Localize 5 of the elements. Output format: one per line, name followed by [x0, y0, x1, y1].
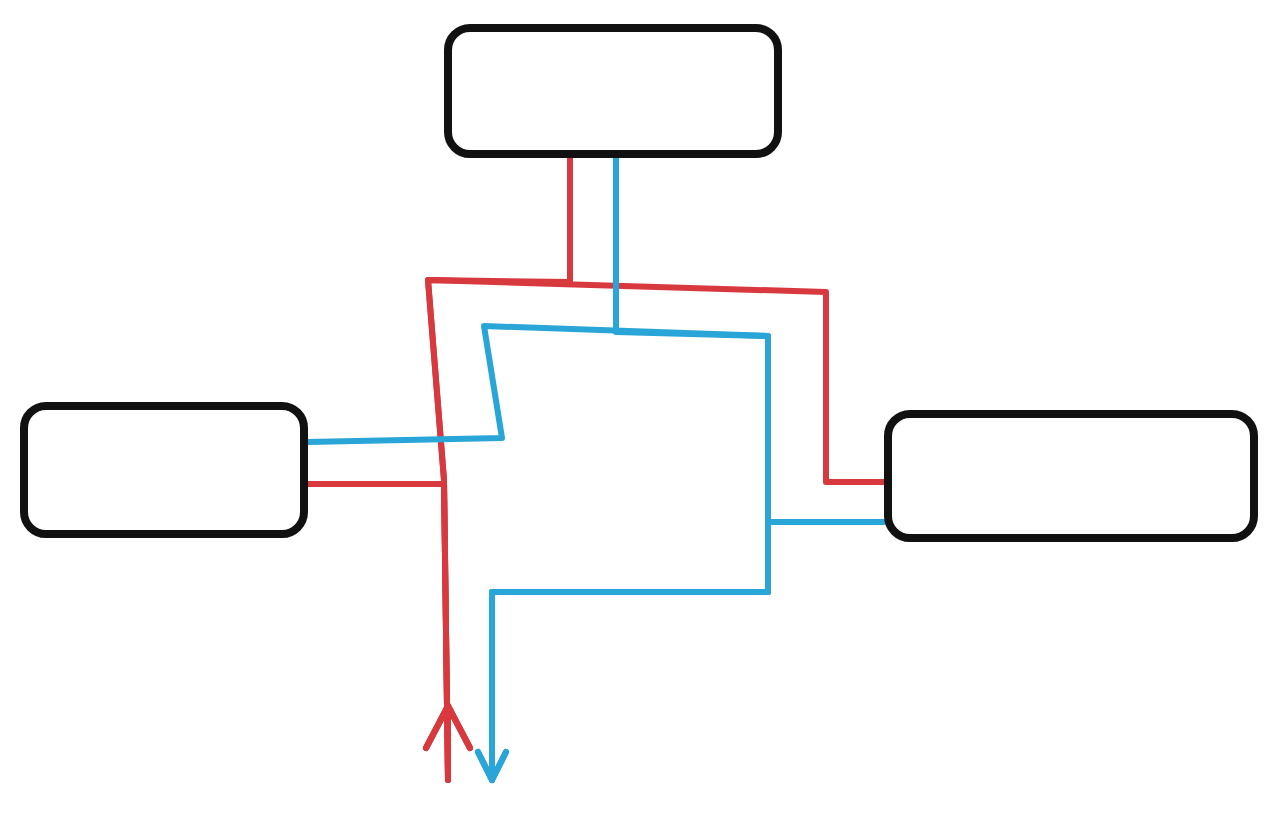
arrow: [475, 519, 887, 783]
empty-box: [20, 402, 308, 538]
empty-box: [884, 410, 1258, 542]
empty-box: [444, 24, 782, 158]
arrow: [423, 277, 887, 783]
